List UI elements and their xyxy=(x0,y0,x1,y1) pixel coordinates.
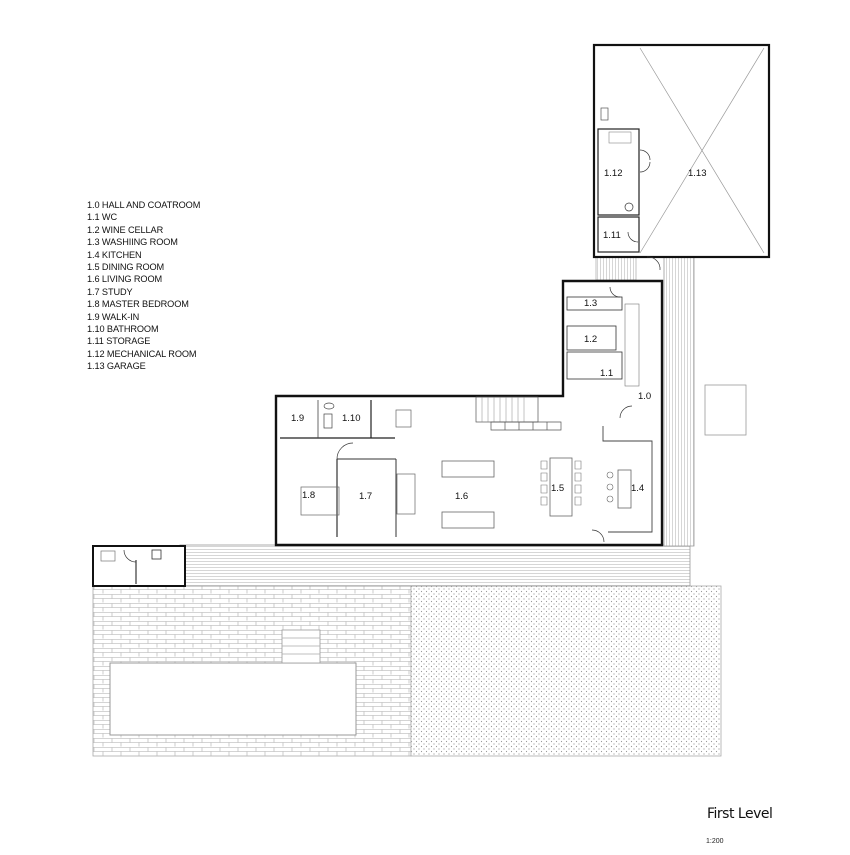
stairs xyxy=(475,396,562,431)
legend-item: 1.9 WALK-IN xyxy=(87,311,140,322)
room-label-1-11: 1.11 xyxy=(603,230,621,241)
room-label-1-9: 1.9 xyxy=(291,413,304,424)
legend-item: 1.2 WINE CELLAR xyxy=(87,224,164,235)
room-label-1-8: 1.8 xyxy=(302,490,315,501)
legend-item: 1.0 HALL AND COATROOM xyxy=(87,200,201,210)
legend-item: 1.5 DINING ROOM xyxy=(87,262,165,273)
pavilion xyxy=(92,545,186,587)
corridor-deck xyxy=(595,256,637,281)
legend-item: 1.10 BATHROOM xyxy=(87,324,159,335)
room-legend: 1.0 HALL AND COATROOM 1.1 WC 1.2 WINE CE… xyxy=(87,199,200,373)
pool-steps xyxy=(281,629,321,664)
room-label-1-2: 1.2 xyxy=(584,334,597,345)
legend-item: 1.1 WC xyxy=(87,212,118,223)
room-labels: 1.13 1.12 1.11 1.3 1.2 1.1 1.0 1.9 1.10 … xyxy=(291,168,707,502)
room-label-1-10: 1.10 xyxy=(342,413,361,424)
room-label-1-0: 1.0 xyxy=(638,391,651,402)
room-label-1-12: 1.12 xyxy=(604,168,623,179)
legend-item: 1.3 WASHIING ROOM xyxy=(87,237,178,248)
room-label-1-4: 1.4 xyxy=(631,483,644,494)
plan-scale: 1:200 xyxy=(706,838,724,845)
room-label-1-7: 1.7 xyxy=(359,491,372,502)
room-label-1-13: 1.13 xyxy=(688,168,707,179)
pool xyxy=(109,662,357,736)
room-label-1-5: 1.5 xyxy=(551,483,564,494)
main-house xyxy=(274,279,664,547)
dock xyxy=(704,384,747,436)
terrace xyxy=(92,585,722,757)
legend-item: 1.13 GARAGE xyxy=(87,361,146,372)
room-label-1-1: 1.1 xyxy=(600,368,613,379)
legend-item: 1.11 STORAGE xyxy=(87,336,151,347)
legend-item: 1.12 MECHANICAL ROOM xyxy=(87,348,197,359)
room-label-1-3: 1.3 xyxy=(584,298,597,309)
legend-item: 1.8 MASTER BEDROOM xyxy=(87,299,189,310)
deck-south xyxy=(179,544,691,587)
legend-item: 1.7 STUDY xyxy=(87,286,133,297)
legend-item: 1.4 KITCHEN xyxy=(87,249,142,260)
room-label-1-6: 1.6 xyxy=(455,491,468,502)
legend-item: 1.6 LIVING ROOM xyxy=(87,274,163,285)
garage-block xyxy=(592,43,771,271)
plan-title: First Level xyxy=(707,806,773,822)
deck-east xyxy=(663,254,695,547)
